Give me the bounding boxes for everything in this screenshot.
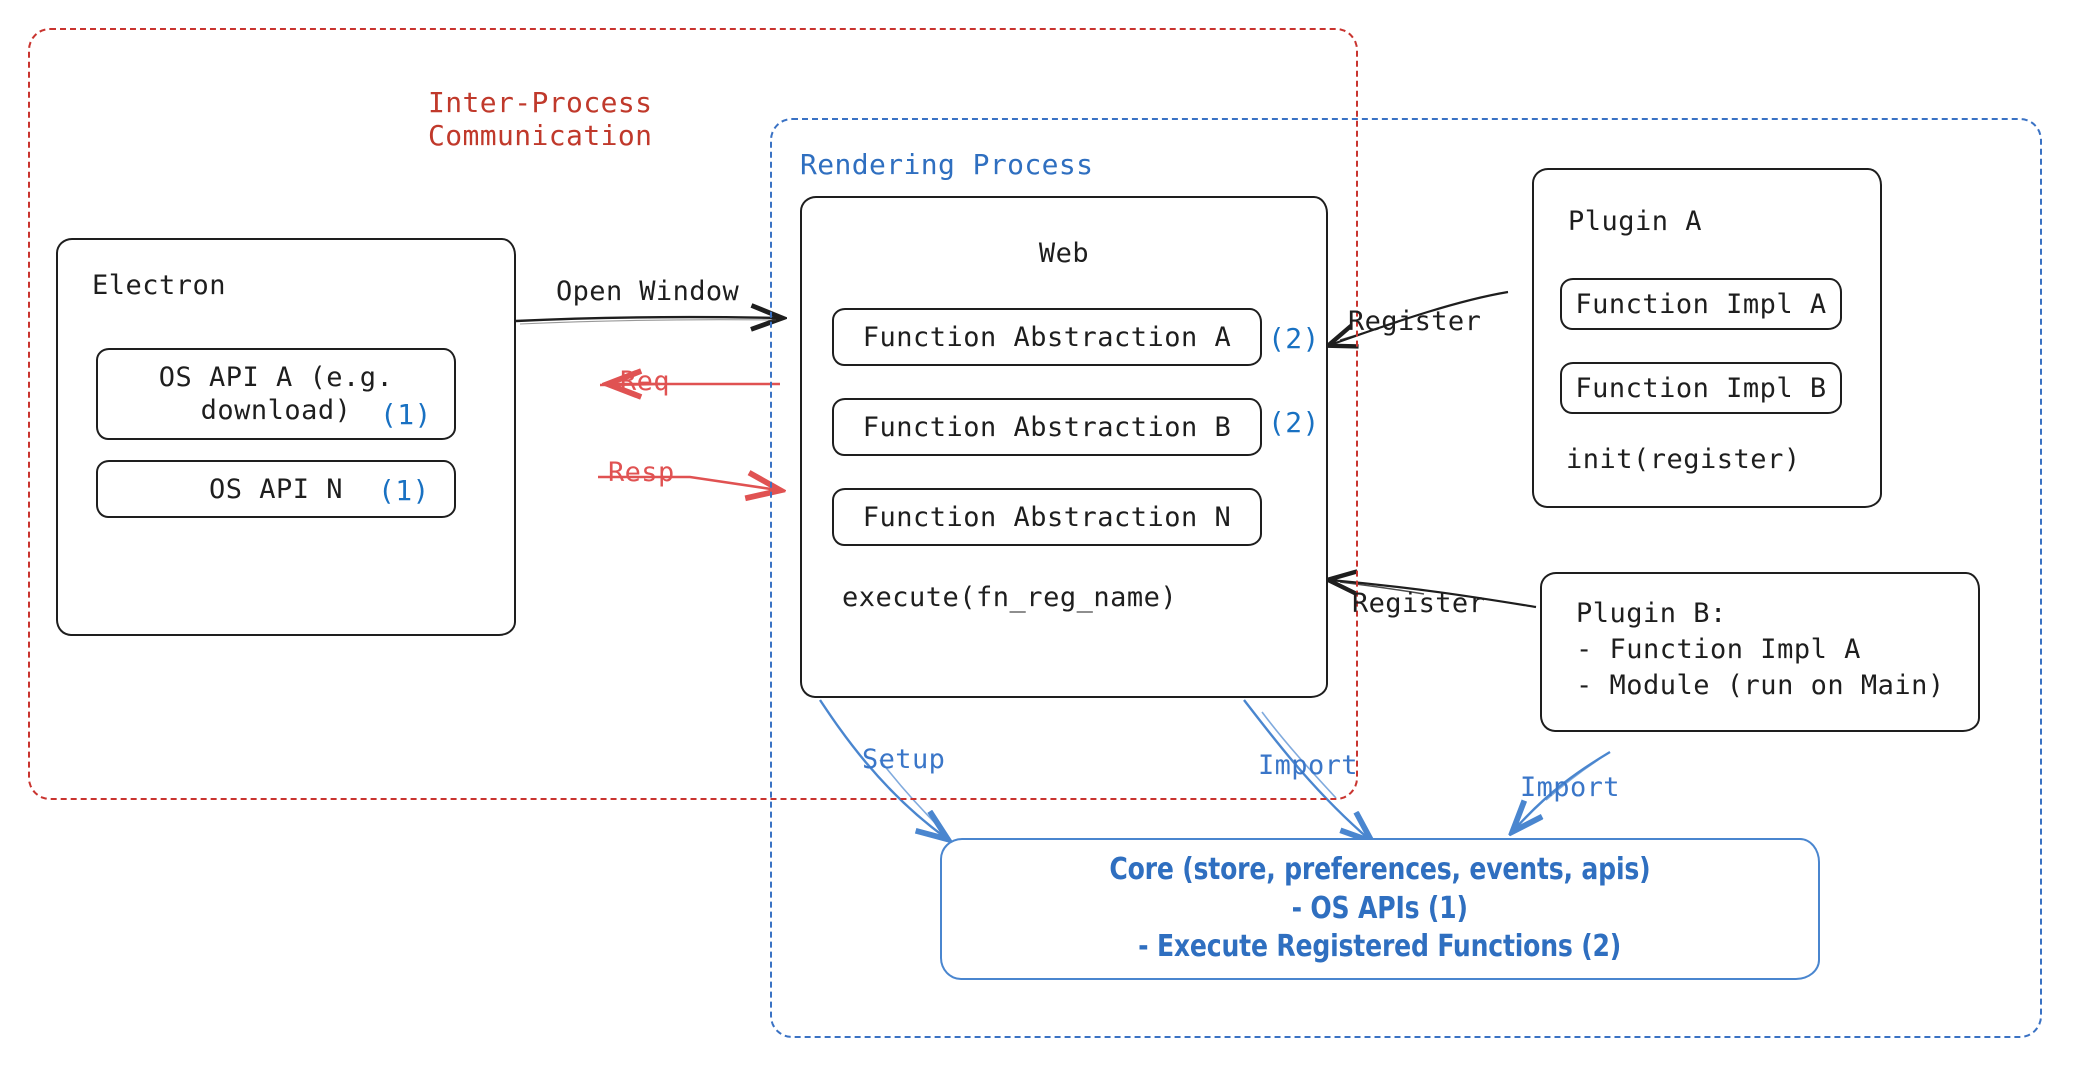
function-abstraction-b-box[interactable]: Function Abstraction B [832, 398, 1262, 456]
edge-label-import-plugin: Import [1520, 772, 1620, 803]
edge-label-setup: Setup [862, 744, 946, 775]
group-inter-process-communication [28, 28, 1358, 800]
plugin-b-item-0: - Function Impl A [1576, 633, 1861, 665]
function-impl-b-label: Function Impl B [1575, 372, 1827, 404]
plugin-a-title: Plugin A [1568, 206, 1703, 237]
group-title-rendering-process: Rendering Process [800, 148, 1094, 181]
edge-label-req: Req [620, 366, 670, 397]
electron-title: Electron [92, 270, 227, 301]
os-api-a-badge: (1) [380, 398, 432, 431]
plugin-a-box[interactable]: Plugin A [1532, 168, 1882, 508]
function-impl-a-label: Function Impl A [1575, 288, 1827, 320]
edge-label-open-window: Open Window [556, 276, 740, 307]
edge-label-import-web: Import [1258, 750, 1358, 781]
function-abstraction-b-label: Function Abstraction B [862, 411, 1232, 443]
plugin-b-box[interactable]: Plugin B: - Function Impl A - Module (ru… [1540, 572, 1980, 732]
function-abstraction-b-badge: (2) [1268, 406, 1320, 439]
web-title: Web [1038, 238, 1090, 269]
os-api-n-box[interactable]: OS API N [96, 460, 456, 518]
core-line-2: - Execute Registered Functions (2) [1138, 929, 1622, 965]
core-box[interactable]: Core (store, preferences, events, apis) … [940, 838, 1820, 980]
os-api-a-label: OS API A (e.g. download) [158, 361, 394, 426]
group-rendering-process [770, 118, 2042, 1038]
core-line-1: - OS APIs (1) [1291, 890, 1469, 926]
function-abstraction-n-box[interactable]: Function Abstraction N [832, 488, 1262, 546]
os-api-a-box[interactable]: OS API A (e.g. download) [96, 348, 456, 440]
plugin-b-lines: Plugin B: - Function Impl A - Module (ru… [1576, 596, 1978, 704]
os-api-n-label: OS API N [208, 473, 344, 505]
function-abstraction-a-badge: (2) [1268, 322, 1320, 355]
edge-label-register-top: Register [1348, 306, 1482, 337]
function-impl-b-box[interactable]: Function Impl B [1560, 362, 1842, 414]
edge-label-resp: Resp [608, 457, 675, 488]
web-execute-label: execute(fn_reg_name) [842, 582, 1178, 613]
function-abstraction-a-label: Function Abstraction A [862, 321, 1232, 353]
core-line-0: Core (store, preferences, events, apis) [1109, 852, 1651, 888]
function-abstraction-a-box[interactable]: Function Abstraction A [832, 308, 1262, 366]
function-impl-a-box[interactable]: Function Impl A [1560, 278, 1842, 330]
plugin-b-item-1: - Module (run on Main) [1576, 669, 1945, 701]
plugin-a-init-label: init(register) [1566, 444, 1801, 475]
os-api-n-badge: (1) [378, 474, 430, 507]
plugin-b-title: Plugin B: [1576, 598, 1727, 629]
function-abstraction-n-label: Function Abstraction N [862, 501, 1232, 533]
edge-label-register-bottom: Register [1352, 588, 1486, 619]
group-title-ipc: Inter-Process Communication [428, 86, 653, 153]
